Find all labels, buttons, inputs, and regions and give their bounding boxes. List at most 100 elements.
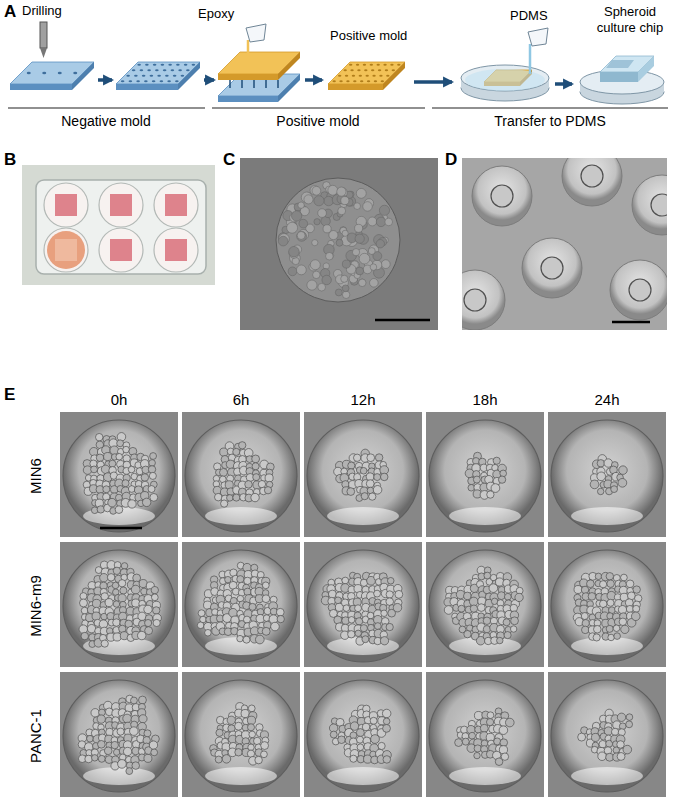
step-label: Positive mold: [330, 28, 407, 44]
tile-background: [60, 542, 178, 667]
mold-well-dot: [145, 64, 149, 66]
plate-front: [328, 84, 383, 90]
cell: [383, 724, 391, 732]
well-glare: [83, 767, 155, 785]
mold-well-dot: [144, 80, 148, 82]
cell-texture: [381, 260, 390, 269]
scale-bar: [612, 321, 650, 324]
cell: [222, 755, 230, 763]
cell: [608, 634, 615, 641]
cell: [369, 493, 376, 500]
cell: [118, 594, 126, 602]
cell-texture: [368, 248, 375, 255]
cell: [116, 453, 123, 460]
cell: [619, 466, 628, 475]
dish-top: [461, 65, 549, 91]
cell: [233, 448, 240, 455]
cell-texture: [291, 211, 301, 221]
cell: [617, 713, 625, 721]
cell: [123, 747, 131, 755]
mold-well-dot: [178, 69, 182, 71]
cell: [239, 442, 246, 449]
cell-texture: [312, 240, 318, 246]
mold-well-dot: [345, 75, 348, 77]
cell-texture: [292, 257, 299, 264]
cell: [126, 768, 133, 775]
cell: [469, 597, 478, 606]
cell-texture: [312, 186, 321, 195]
cell: [108, 498, 117, 507]
cell: [255, 756, 263, 764]
mold-well-dot: [338, 75, 341, 77]
cell: [113, 619, 121, 627]
cell-texture: [352, 249, 359, 256]
cell-texture: [304, 195, 313, 204]
cell: [355, 630, 361, 636]
cell: [374, 474, 381, 481]
cell-texture: [299, 219, 308, 228]
mold-well-dot: [150, 75, 154, 77]
cell: [276, 608, 284, 616]
mold-well-dot: [364, 69, 367, 71]
mold-well-dot: [339, 80, 342, 82]
cell-texture: [318, 283, 326, 291]
mold-well-dot: [186, 69, 190, 71]
cell: [261, 751, 268, 758]
epoxy-pillar: [253, 80, 255, 88]
spheroid: [541, 257, 563, 279]
mold-well-dot: [140, 69, 144, 71]
cell-texture: [376, 217, 386, 227]
cell: [227, 716, 235, 724]
cell: [595, 573, 601, 579]
mold-well-dot: [365, 75, 368, 77]
cell: [330, 731, 337, 738]
mold-well-dot: [353, 80, 356, 82]
cell-texture: [356, 267, 364, 275]
cell: [505, 718, 514, 727]
cell-texture: [335, 289, 342, 296]
cell: [101, 465, 109, 473]
cell: [617, 752, 625, 760]
cell: [611, 486, 618, 493]
panel-letter: D: [445, 150, 457, 170]
plate-side: [72, 62, 94, 90]
cell: [633, 586, 640, 593]
cell-texture: [310, 260, 320, 270]
mold-well-dot: [134, 75, 138, 77]
mold-well-dot: [73, 72, 77, 74]
step-label: PDMS: [510, 8, 548, 24]
mold-well-dot: [58, 72, 62, 74]
cell: [235, 749, 242, 756]
section-bracket: [8, 107, 205, 108]
cell: [110, 446, 119, 455]
cell: [617, 741, 625, 749]
cell: [621, 574, 628, 581]
cell: [618, 729, 625, 736]
cell: [633, 605, 640, 612]
cell: [374, 623, 381, 630]
cell: [469, 732, 476, 739]
cell: [144, 605, 152, 613]
cell: [106, 728, 114, 736]
cell: [254, 737, 261, 744]
cell: [473, 476, 480, 483]
cell: [112, 582, 119, 589]
cell: [97, 715, 105, 723]
mold-well-dot: [397, 64, 400, 66]
cell: [149, 472, 156, 479]
cell-line-label: MIN6-m9: [27, 575, 45, 637]
cell: [197, 622, 204, 629]
cell: [500, 739, 508, 747]
culture-well: [307, 550, 419, 662]
cell: [252, 463, 259, 470]
micrograph-tile: [304, 412, 422, 537]
cell: [128, 500, 136, 508]
cell: [483, 626, 490, 633]
cell: [499, 746, 507, 754]
cell: [215, 756, 222, 763]
cell: [235, 722, 243, 730]
cell: [245, 481, 253, 489]
cell: [149, 741, 157, 749]
